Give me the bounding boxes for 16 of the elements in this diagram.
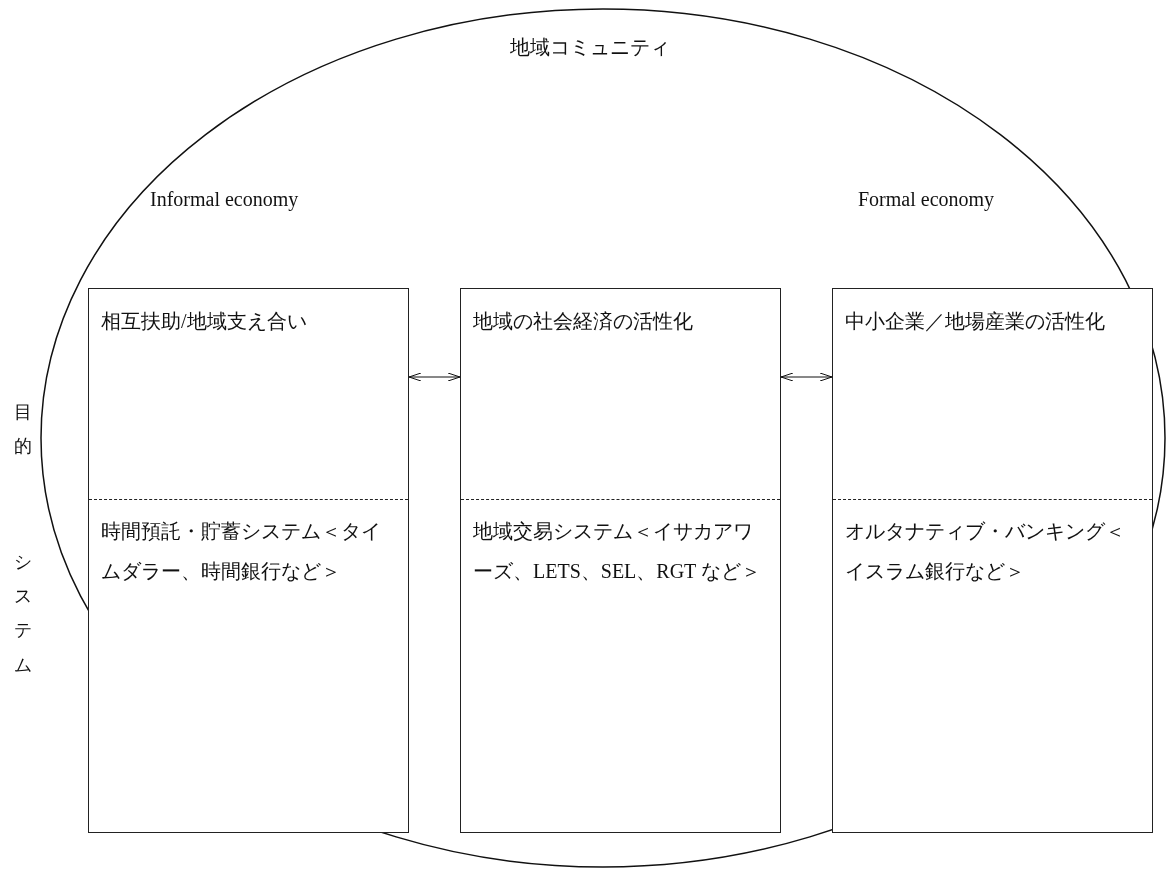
double-arrow xyxy=(408,372,461,382)
goal-text: 地域の社会経済の活性化 xyxy=(473,309,694,334)
economy-label: Informal economy xyxy=(150,188,299,211)
goal-text: 相互扶助/地域支え合い xyxy=(101,309,308,334)
row-label: 目的 xyxy=(14,401,32,459)
category-box xyxy=(832,288,1153,833)
economy-label: Formal economy xyxy=(858,188,995,211)
system-text: 地域交易システム＜イサカアワーズ、LETS、SEL、RGT など＞ xyxy=(473,519,762,584)
double-arrow xyxy=(780,372,833,382)
category-box xyxy=(88,288,409,833)
row-label: システム xyxy=(14,551,32,677)
goal-text: 中小企業／地場産業の活性化 xyxy=(845,309,1106,334)
community-heading: 地域コミュニティ xyxy=(510,35,670,60)
system-text: 時間預託・貯蓄システム＜タイムダラー、時間銀行など＞ xyxy=(101,519,382,584)
system-text: オルタナティブ・バンキング＜イスラム銀行など＞ xyxy=(845,519,1126,584)
category-box xyxy=(460,288,781,833)
